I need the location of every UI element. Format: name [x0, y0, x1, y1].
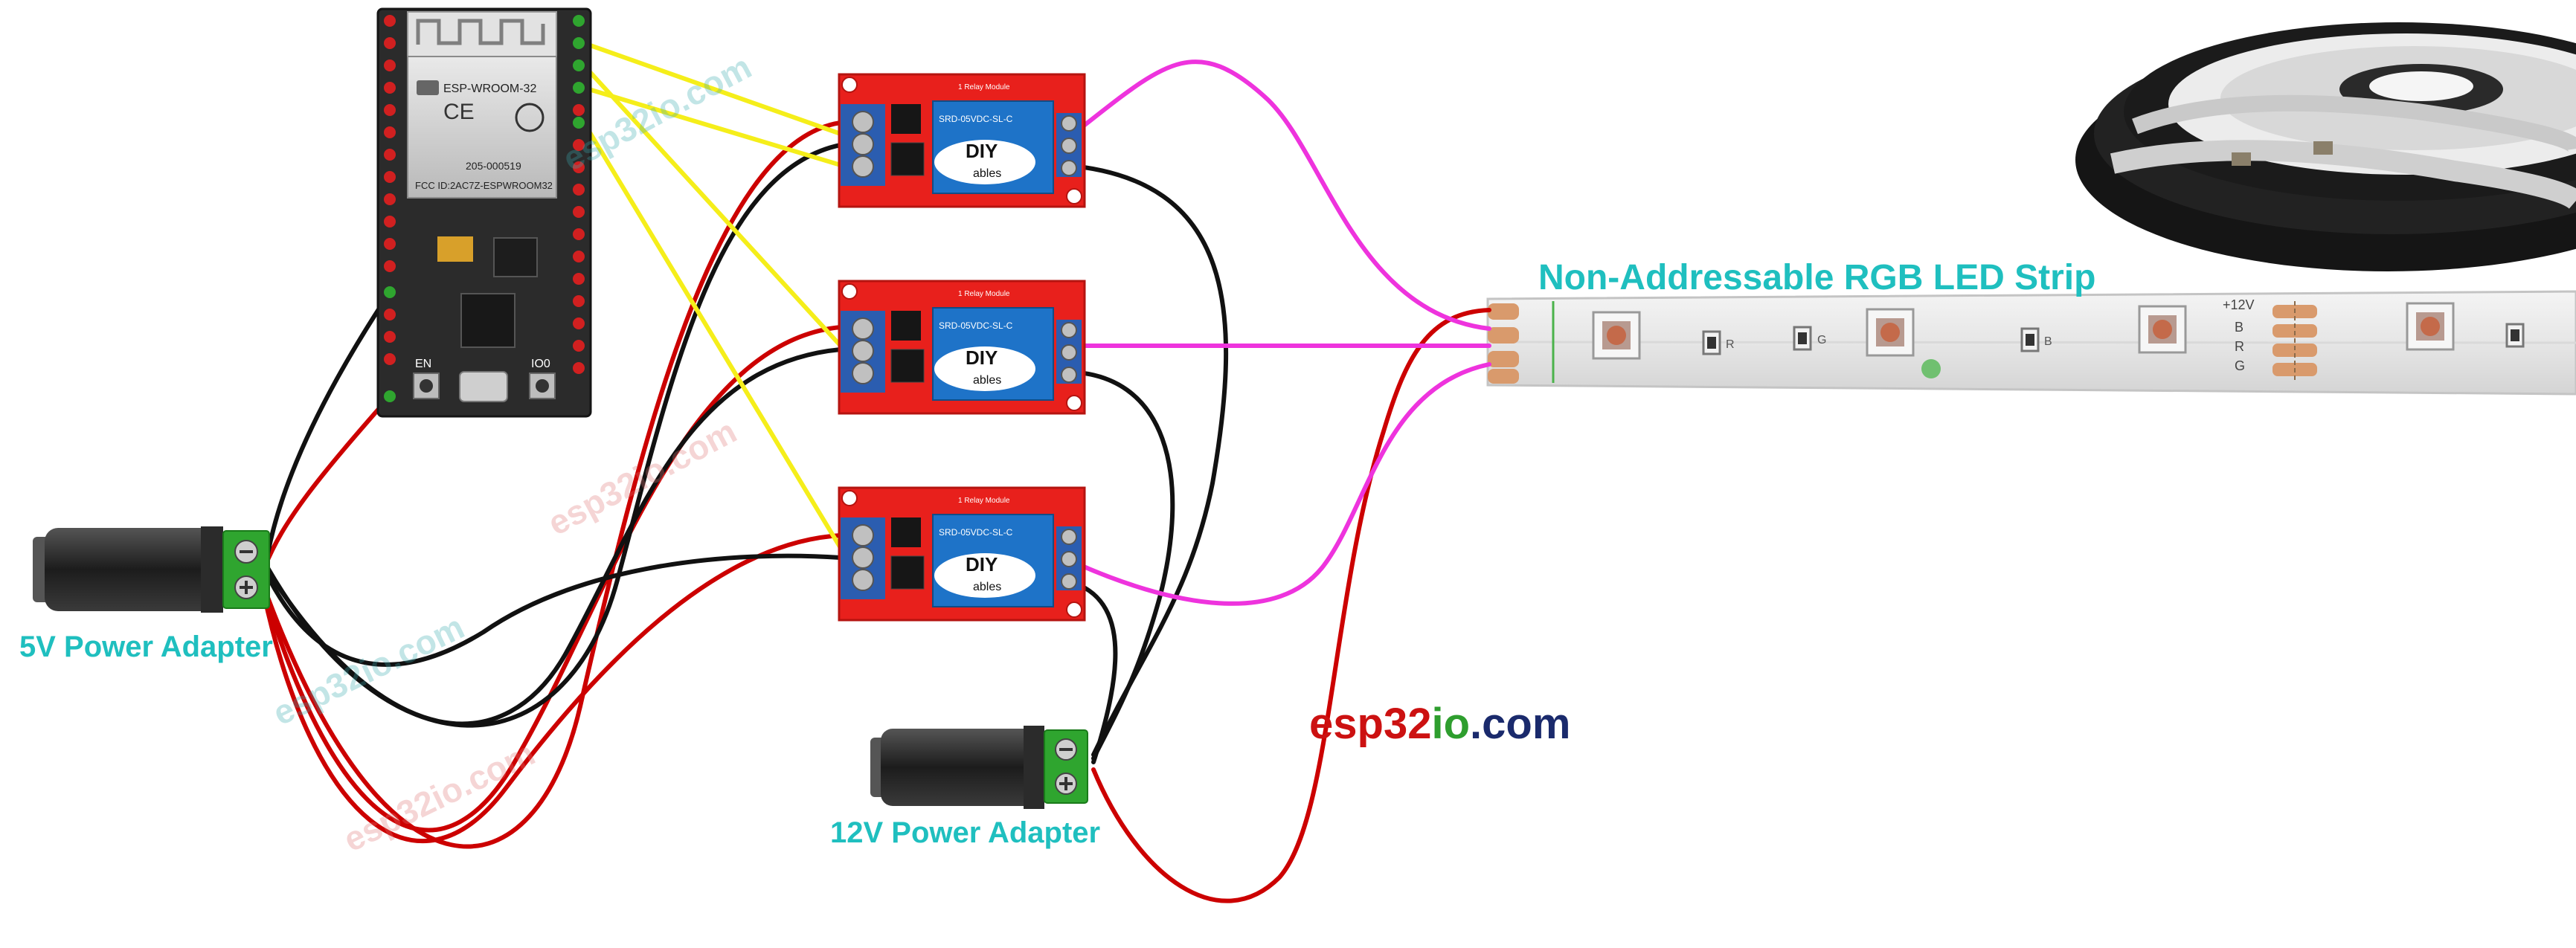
relay-part-number: SRD-05VDC-SL-C — [939, 527, 1013, 538]
relay-module-3: DIY ables SRD-05VDC-SL-C 1 Relay Module — [838, 486, 1086, 622]
wire-red-5v-relay2 — [262, 325, 843, 833]
boot-button-label: IO0 — [531, 358, 550, 370]
wire-red-5v-esp32 — [262, 394, 392, 571]
regulator — [493, 237, 538, 277]
relay-brand-bottom: ables — [973, 374, 1001, 387]
smd-resistor — [1702, 330, 1721, 355]
relay-part-number: SRD-05VDC-SL-C — [939, 320, 1013, 331]
wire-magenta-relay3-strip — [1061, 362, 1491, 606]
strip-segment-label: G — [1817, 334, 1826, 346]
strip-pad-label: B — [2235, 320, 2243, 335]
rgb-led-5050 — [2138, 305, 2187, 354]
wire-yellow-signal-1 — [582, 41, 843, 136]
strip-segment-label: B — [2044, 335, 2052, 348]
dc-jack-12v — [870, 726, 1088, 809]
wire-black-12v-relay2 — [1061, 370, 1175, 761]
cert-mark-icon — [515, 103, 545, 132]
wire-black-12v-relay3 — [1061, 578, 1118, 764]
wire-magenta-relay1-strip — [1061, 59, 1491, 331]
relay-brand-top: DIY — [966, 140, 998, 162]
brand-part-esp32: esp32 — [1309, 700, 1432, 748]
relay-header-text: 1 Relay Module — [958, 83, 1010, 91]
smd-resistor — [2020, 327, 2040, 352]
strip-segment-label: R — [1726, 338, 1735, 351]
wire-black-gnd-esp32 — [266, 290, 392, 556]
strip-pad-label: R — [2235, 339, 2244, 354]
relay-brand-top: DIY — [966, 346, 998, 369]
relay-brand-bottom: ables — [973, 581, 1001, 593]
wire-black-gnd-relay2 — [262, 347, 843, 726]
strip-input-pads — [1488, 303, 1519, 384]
esp32-header-pins-left — [384, 15, 396, 402]
wire-yellow-signal-1b — [582, 63, 843, 348]
relay-module-2: DIY ables SRD-05VDC-SL-C 1 Relay Module — [838, 280, 1086, 415]
wire-yellow-signal-2 — [582, 86, 843, 167]
strip-cut-pads — [2273, 301, 2317, 381]
wifi-logo — [417, 80, 439, 95]
esp32-header-pins-right — [573, 15, 585, 374]
esp32-cert-id: 205-000519 — [466, 160, 521, 172]
strip-pad-label: G — [2235, 358, 2245, 373]
relay-module-1: DIY ables SRD-05VDC-SL-C 1 Relay Module — [838, 73, 1086, 208]
brand-logo: esp32io.com — [1309, 699, 1570, 749]
relay-part-number: SRD-05VDC-SL-C — [939, 114, 1013, 124]
micro-usb-port — [459, 371, 508, 402]
brand-part-com: .com — [1470, 700, 1571, 748]
relay-brand-bottom: ables — [973, 167, 1001, 180]
esp32-board: ESP-WROOM-32 CE 205-000519 FCC ID:2AC7Z-… — [376, 7, 592, 418]
usb-uart-chip — [460, 293, 515, 348]
wire-yellow-signal-3 — [582, 120, 843, 550]
wire-red-5v-relay1 — [262, 120, 843, 849]
esp32-fcc-id: FCC ID:2AC7Z-ESPWROOM32 — [415, 180, 553, 191]
wire-red-12v-strip — [1091, 308, 1491, 903]
wire-red-5v-relay3 — [262, 533, 843, 844]
led-strip: R G B +12V B R G — [1486, 290, 2576, 396]
smd-resistor — [2505, 323, 2525, 348]
esp32-module-name: ESP-WROOM-32 — [443, 83, 536, 95]
relay-header-text: 1 Relay Module — [958, 497, 1010, 505]
strip-pad-label: +12V — [2223, 297, 2255, 312]
brand-part-io: io — [1431, 700, 1471, 748]
rgb-led-5050 — [2406, 302, 2455, 351]
relay-header-text: 1 Relay Module — [958, 290, 1010, 298]
en-button-label: EN — [415, 358, 431, 370]
rgb-led-5050 — [1592, 311, 1641, 360]
wires — [262, 41, 1491, 903]
rgb-led-5050 — [1866, 308, 1915, 357]
wire-black-12v-relay1 — [1061, 163, 1229, 757]
led-strip-reel — [2075, 22, 2576, 271]
wire-black-gnd-relay3 — [262, 553, 843, 667]
dc-jack-5v — [33, 526, 270, 613]
capacitor — [437, 236, 473, 262]
label-12v-power-adapter: 12V Power Adapter — [830, 816, 1101, 849]
label-led-strip: Non-Addressable RGB LED Strip — [1538, 258, 2096, 297]
ce-mark-icon: CE — [443, 100, 475, 124]
relay-brand-top: DIY — [966, 553, 998, 575]
label-5v-power-adapter: 5V Power Adapter — [19, 631, 273, 663]
strip-dot — [1921, 359, 1941, 378]
smd-resistor — [1793, 326, 1812, 351]
